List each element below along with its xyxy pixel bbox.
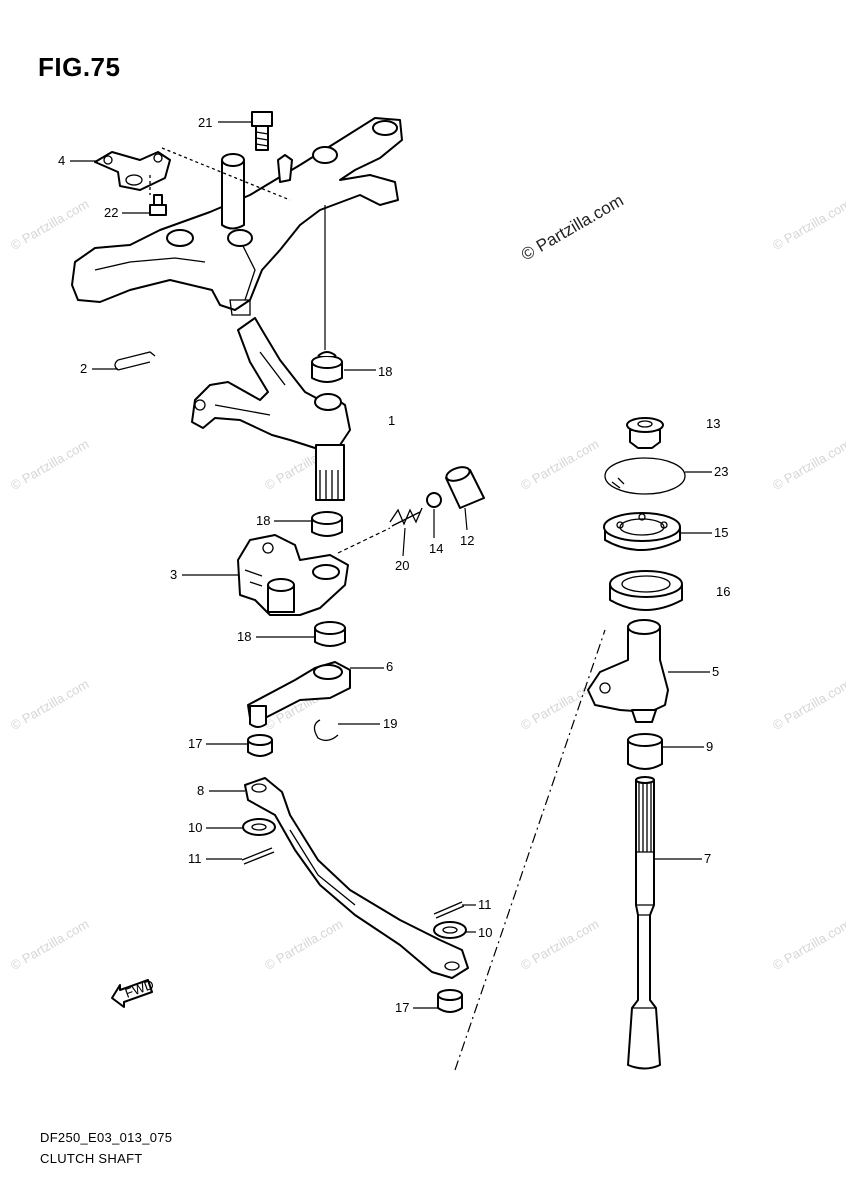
callout-label: 12: [460, 533, 474, 548]
callout-label: 15: [714, 525, 728, 540]
callout-label: 17: [188, 736, 202, 751]
callout-label: 16: [716, 584, 730, 599]
callout-label: 17: [395, 1000, 409, 1015]
callout-label: 2: [80, 361, 87, 376]
part-arm: [247, 661, 351, 728]
callout-label: 18: [237, 629, 251, 644]
callout-label: 19: [383, 716, 397, 731]
callout-label: 10: [478, 925, 492, 940]
part-bearing: [603, 512, 681, 551]
part-bolt: [251, 111, 273, 151]
part-clutch-shaft: [627, 776, 661, 1070]
part-bushing: [311, 511, 343, 537]
callout-label: 6: [386, 659, 393, 674]
part-small-bolt: [149, 194, 167, 216]
figure-code: DF250_E03_013_075: [40, 1130, 173, 1145]
part-shift-lever: [191, 317, 351, 501]
part-bushing: [314, 621, 346, 647]
callout-label: 11: [188, 851, 202, 866]
part-e-clip: [313, 719, 339, 742]
part-sleeve: [445, 466, 485, 509]
part-cotter-pin: [241, 847, 275, 865]
part-shift-arm: [587, 619, 669, 723]
part-bracket-housing: [71, 117, 403, 316]
callout-label: 9: [706, 739, 713, 754]
part-washer: [242, 818, 276, 836]
callout-label: 23: [714, 464, 728, 479]
callout-label: 10: [188, 820, 202, 835]
part-bushing: [311, 351, 343, 383]
part-bearing: [609, 570, 683, 611]
figure-name: CLUTCH SHAFT: [40, 1151, 143, 1166]
callout-label: 13: [706, 416, 720, 431]
callout-label: 18: [256, 513, 270, 528]
callout-label: 3: [170, 567, 177, 582]
callout-label: 7: [704, 851, 711, 866]
part-cotter-pin: [433, 901, 465, 919]
callout-label: 22: [104, 205, 118, 220]
part-bushing: [627, 733, 663, 770]
part-washer: [433, 921, 467, 939]
part-plate: [94, 151, 171, 191]
part-collar: [437, 989, 463, 1013]
callout-label: 1: [388, 413, 395, 428]
callout-label: 21: [198, 115, 212, 130]
callout-label: 14: [429, 541, 443, 556]
part-ball: [426, 492, 442, 508]
part-link-rod: [244, 777, 469, 979]
part-clip: [114, 351, 156, 371]
part-shift-cam: [237, 534, 349, 616]
callout-label: 5: [712, 664, 719, 679]
callout-label: 4: [58, 153, 65, 168]
part-collar: [247, 734, 273, 757]
fwd-arrow-icon: FWD: [111, 977, 156, 1008]
callouts: 21 4 22 2 18 1 18 14 20 12 3 18 6 19 17 …: [58, 115, 730, 1015]
part-circlip: [604, 457, 686, 495]
callout-label: 20: [395, 558, 409, 573]
part-spring: [389, 507, 423, 527]
figure-title: FIG.75: [38, 52, 121, 82]
callout-label: 11: [478, 897, 492, 912]
callout-label: 18: [378, 364, 392, 379]
callout-label: 8: [197, 783, 204, 798]
part-plug: [626, 417, 664, 449]
